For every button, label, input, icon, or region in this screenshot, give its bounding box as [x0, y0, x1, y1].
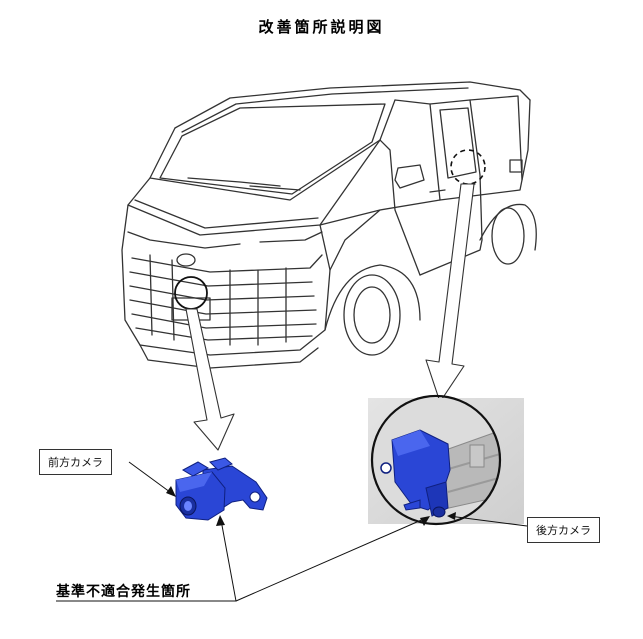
defect-location-label: 基準不適合発生箇所 [56, 584, 191, 600]
page-title: 改善箇所説明図 [258, 18, 385, 36]
rear-detail-circle [370, 394, 502, 526]
callout-arrowheads [166, 486, 456, 526]
van-illustration [121, 81, 537, 369]
front-camera-part [175, 457, 268, 521]
rear-camera-marker [450, 149, 486, 185]
rear-pointer-arrow [425, 183, 475, 403]
front-camera-marker [174, 276, 208, 310]
front-camera-label: 前方カメラ [39, 449, 112, 475]
rear-camera-label: 後方カメラ [527, 517, 600, 543]
callout-lines [56, 461, 528, 602]
front-pointer-arrow [185, 308, 235, 451]
rear-camera-part [380, 429, 451, 518]
